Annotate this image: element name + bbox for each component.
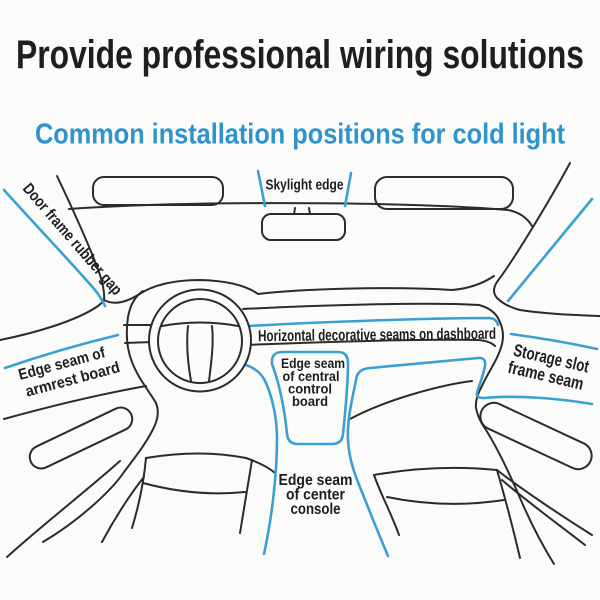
svg-text:control: control bbox=[288, 381, 332, 397]
svg-text:Provide professional wiring so: Provide professional wiring solutions bbox=[16, 33, 584, 77]
svg-text:Common installation positions: Common installation positions for cold l… bbox=[35, 119, 565, 151]
svg-text:Skylight edge: Skylight edge bbox=[266, 177, 344, 194]
svg-text:Edge seam: Edge seam bbox=[281, 355, 345, 371]
svg-text:of center: of center bbox=[286, 487, 345, 504]
svg-text:console: console bbox=[291, 501, 341, 518]
svg-text:board: board bbox=[292, 393, 328, 409]
svg-text:Edge seam: Edge seam bbox=[279, 472, 353, 489]
svg-text:Horizontal decorative seams on: Horizontal decorative seams on dashboard bbox=[258, 326, 496, 345]
svg-text:of central: of central bbox=[283, 368, 340, 384]
